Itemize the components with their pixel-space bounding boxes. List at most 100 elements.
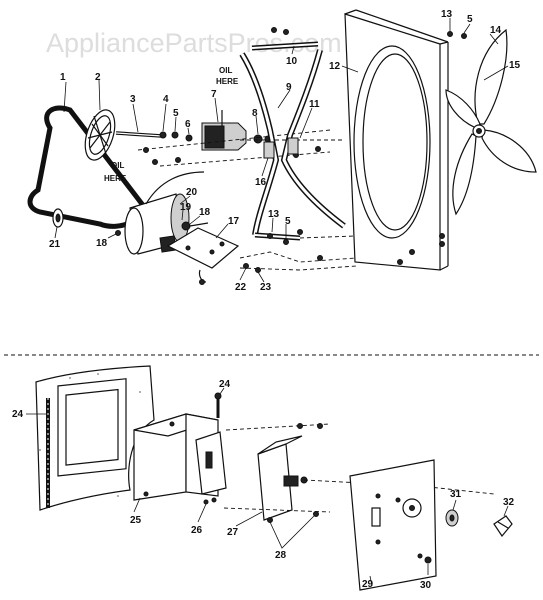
oil-note: OIL	[111, 161, 124, 170]
leader-line	[197, 503, 207, 523]
callout-label: 2	[95, 72, 101, 83]
control-knob	[493, 515, 513, 538]
alignment-line	[299, 235, 357, 239]
screw	[283, 29, 289, 35]
callout-label: 7	[211, 89, 217, 100]
screw	[143, 147, 149, 153]
screw	[152, 159, 158, 165]
speed-control	[257, 435, 308, 521]
collar	[171, 131, 179, 139]
alignment-line	[225, 423, 331, 431]
callout-label: 24	[12, 409, 24, 420]
leader-line	[235, 511, 263, 527]
leader-line	[181, 209, 184, 221]
leader-line	[219, 387, 225, 395]
callout-label: 17	[228, 216, 240, 227]
plate-screw	[424, 556, 432, 564]
fan-shaft	[115, 131, 163, 138]
leader-line	[133, 497, 141, 513]
leader-line	[132, 103, 139, 133]
callout-label: 12	[329, 61, 341, 72]
callout-label: 11	[309, 99, 320, 110]
leader-line	[261, 157, 269, 177]
leader-line	[189, 215, 201, 225]
callout-label: 13	[268, 209, 280, 220]
leader-line	[341, 65, 359, 73]
leader-line	[239, 267, 247, 281]
oil-note: HERE	[104, 174, 127, 183]
bolt	[115, 230, 121, 236]
leader-line	[215, 223, 229, 239]
screw	[297, 229, 303, 235]
bearing	[201, 110, 247, 151]
box-screw	[214, 392, 222, 418]
callout-label: 13	[441, 9, 453, 20]
leader-line	[299, 107, 313, 139]
screw	[267, 233, 273, 239]
callout-label: 29	[362, 579, 374, 590]
screw	[317, 423, 323, 429]
screw	[271, 27, 277, 33]
alignment-line	[223, 507, 331, 513]
leader-line	[174, 116, 177, 132]
leader-line	[452, 499, 457, 511]
callout-label: 20	[186, 187, 198, 198]
callout-label: 32	[503, 497, 515, 508]
leader-line	[214, 97, 219, 123]
switch	[195, 431, 227, 505]
wall-opening	[35, 365, 155, 511]
callout-label: 18	[199, 207, 211, 218]
leader-line	[291, 45, 295, 55]
leader-line	[187, 127, 190, 135]
nut	[243, 263, 249, 269]
callout-label: 23	[260, 282, 272, 293]
callout-label: 1	[60, 72, 66, 83]
cover-plate	[349, 459, 437, 591]
callout-label: 3	[130, 94, 136, 105]
callout-label: 14	[490, 25, 502, 36]
callout-label: 28	[275, 550, 287, 561]
screw	[283, 239, 289, 245]
alignment-line	[239, 251, 357, 263]
callout-label: 8	[252, 108, 258, 119]
bolt	[199, 279, 205, 285]
screw	[313, 511, 319, 517]
motor-pulley	[52, 208, 64, 228]
set-screw	[185, 134, 193, 142]
leader-line	[483, 65, 509, 81]
screw	[297, 423, 303, 429]
bearing-bolt	[253, 134, 263, 144]
leader-line	[63, 81, 67, 113]
oil-note: OIL	[219, 66, 232, 75]
alignment-line	[159, 151, 331, 167]
callout-label: 26	[191, 525, 203, 536]
leader-line	[503, 505, 509, 517]
callout-label: 5	[467, 14, 473, 25]
leader-line	[269, 515, 315, 549]
callout-label: 19	[180, 202, 192, 213]
callout-label: 18	[96, 238, 108, 249]
callout-label: 27	[227, 527, 239, 538]
callout-label: 15	[509, 60, 521, 71]
screw	[267, 517, 273, 523]
leader-line	[255, 115, 259, 135]
nut	[317, 255, 323, 261]
fan-blade	[445, 28, 537, 216]
screw	[315, 146, 321, 152]
leader-line	[369, 575, 373, 587]
leader-line	[271, 217, 274, 233]
control-nut	[445, 509, 459, 527]
callout-label: 24	[219, 379, 231, 390]
callout-label: 22	[235, 282, 247, 293]
screw	[447, 31, 453, 37]
oil-note: HERE	[216, 77, 239, 86]
callout-label: 21	[49, 239, 61, 250]
belt	[27, 105, 146, 229]
callout-label: 5	[173, 108, 179, 119]
screw	[175, 157, 181, 163]
callout-label: 16	[255, 177, 267, 188]
bearing-support-frame	[239, 41, 346, 241]
callout-label: 25	[130, 515, 142, 526]
callout-label: 4	[163, 94, 169, 105]
